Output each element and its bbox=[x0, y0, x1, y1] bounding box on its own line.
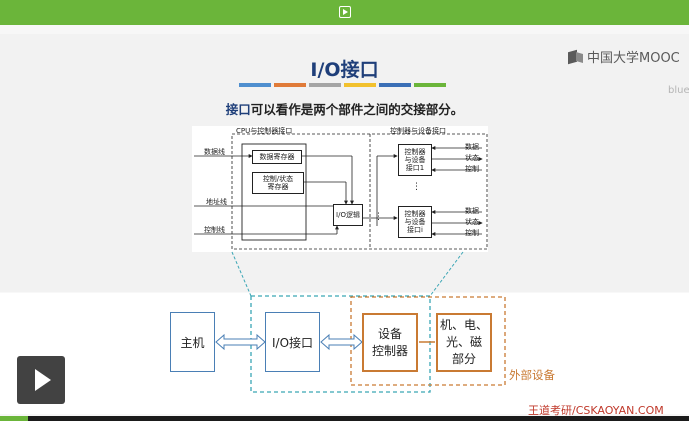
external-device-frame bbox=[350, 296, 506, 386]
control-bus-label: 控制线 bbox=[204, 226, 225, 234]
ellipsis-mid: ⋮ bbox=[374, 212, 383, 222]
host-block: 主机 bbox=[170, 312, 215, 372]
io-interface-block: I/O接口 bbox=[265, 312, 320, 372]
title-stripe-2 bbox=[274, 83, 306, 87]
title-stripe-5 bbox=[379, 83, 411, 87]
host-io-double-arrow bbox=[215, 333, 266, 351]
title-stripe-3 bbox=[309, 83, 341, 87]
subtitle-text: 可以看作是两个部件之间的交接部分。 bbox=[250, 102, 464, 117]
control-status-register: 控制/状态 寄存器 bbox=[252, 172, 304, 194]
control-status-line1: 控制/状态 bbox=[262, 174, 294, 183]
cut-off-text: blue bbox=[668, 85, 689, 96]
device-line3: 部分 bbox=[451, 351, 476, 366]
diagram-lines bbox=[194, 133, 488, 250]
subtitle-highlight: 接口 bbox=[225, 102, 251, 117]
zoom-line-left bbox=[231, 251, 252, 297]
io-logic-block: I/O逻辑 bbox=[333, 204, 363, 226]
signal-control-i: 控制 bbox=[465, 229, 479, 237]
video-progress-fill bbox=[0, 416, 28, 421]
device-line1: 机、电、 bbox=[439, 318, 488, 333]
device-controller-block: 设备 控制器 bbox=[362, 313, 418, 372]
ifacei-line2: 与设备 bbox=[404, 217, 426, 226]
slide-title: I/O接口 bbox=[310, 59, 379, 81]
device-mechanism-block: 机、电、 光、磁 部分 bbox=[436, 313, 492, 372]
data-register: 数据寄存器 bbox=[252, 150, 302, 164]
title-stripe-6 bbox=[414, 83, 446, 87]
iface1-line3: 接口1 bbox=[405, 164, 425, 173]
iface1-line1: 控制器 bbox=[404, 147, 426, 156]
control-status-line2: 寄存器 bbox=[267, 183, 289, 191]
ifacei-line1: 控制器 bbox=[404, 209, 426, 218]
address-bus-label: 地址线 bbox=[206, 198, 227, 206]
mooc-logo: 中国大学MOOC bbox=[568, 46, 680, 66]
controller-line2: 控制器 bbox=[371, 343, 408, 358]
watermark-text: 王道考研/CSKAOYAN.COM bbox=[528, 404, 664, 417]
external-device-label: 外部设备 bbox=[509, 368, 555, 382]
video-top-bar bbox=[0, 0, 689, 25]
title-stripe-4 bbox=[344, 83, 376, 87]
signal-status-1: 状态 bbox=[465, 154, 479, 162]
device-line2: 光、磁 bbox=[445, 335, 482, 350]
play-icon[interactable] bbox=[339, 6, 351, 18]
iface1-line2: 与设备 bbox=[404, 155, 426, 164]
device-interface-title: 控制器与设备接口 bbox=[390, 127, 446, 135]
data-bus-label: 数据线 bbox=[204, 148, 225, 156]
zoom-line-right bbox=[429, 251, 464, 297]
cpu-interface-title: CPU与控制器接口 bbox=[236, 127, 293, 135]
video-progress-bar[interactable] bbox=[0, 416, 689, 421]
interface-structure-diagram: CPU与控制器接口 控制器与设备接口 数据线 地址线 控制线 数据寄存器 控制/… bbox=[192, 126, 488, 252]
signal-control-1: 控制 bbox=[465, 165, 479, 173]
ellipsis-right: ⋮ bbox=[412, 182, 421, 192]
device-interface-1: 控制器 与设备 接口1 bbox=[398, 144, 432, 176]
title-stripe-1 bbox=[239, 83, 271, 87]
io-controller-double-arrow bbox=[320, 333, 363, 351]
ifacei-line3: 接口i bbox=[407, 226, 423, 235]
signal-data-1: 数据 bbox=[465, 143, 479, 151]
slide-subtitle: 接口可以看作是两个部件之间的交接部分。 bbox=[0, 99, 689, 118]
signal-status-i: 状态 bbox=[465, 218, 479, 226]
io-interface-highlight-frame bbox=[250, 295, 431, 393]
controller-line1: 设备 bbox=[377, 326, 402, 341]
title-color-stripes bbox=[239, 83, 446, 87]
logo-text: 中国大学MOOC bbox=[587, 50, 680, 66]
big-play-button[interactable] bbox=[17, 356, 65, 404]
device-interface-i: 控制器 与设备 接口i bbox=[398, 206, 432, 238]
signal-data-i: 数据 bbox=[465, 207, 479, 215]
